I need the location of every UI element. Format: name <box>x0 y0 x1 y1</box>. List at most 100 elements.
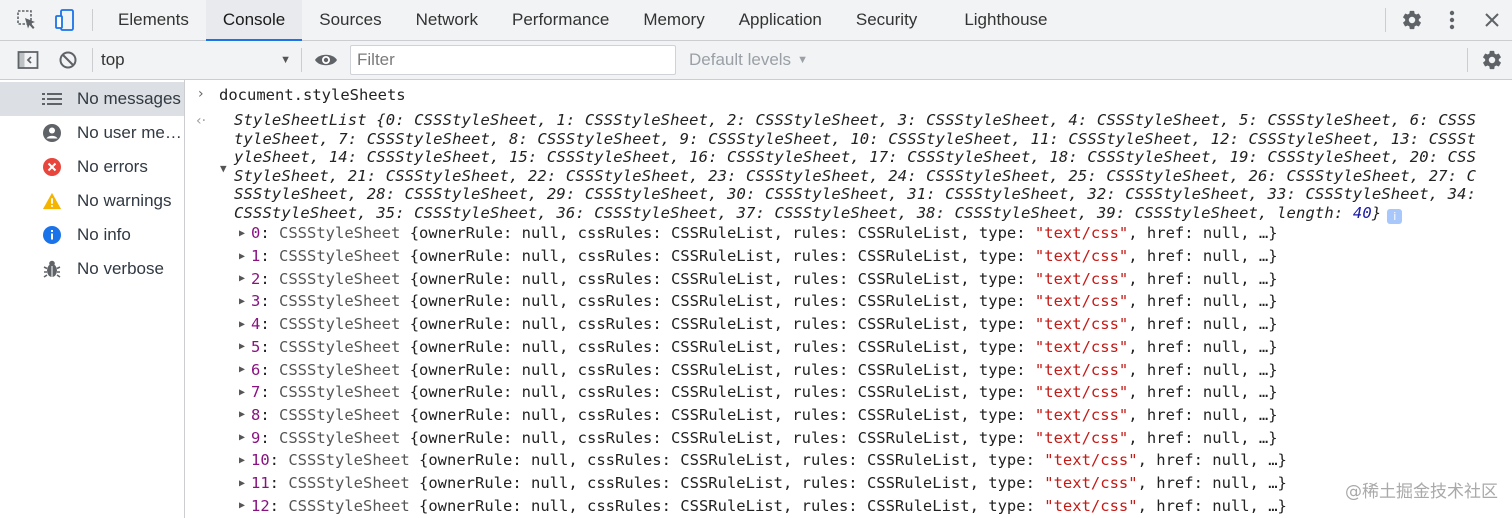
stylesheet-row[interactable]: ▶1: CSSStyleSheet {ownerRule: null, cssR… <box>239 245 1278 268</box>
watermark: @稀土掘金技术社区 <box>1345 482 1498 502</box>
stylesheet-row[interactable]: ▶12: CSSStyleSheet {ownerRule: null, css… <box>239 494 1287 517</box>
row-tail: , href: null, …} <box>1128 269 1278 288</box>
collapsed-triangle-icon[interactable]: ▶ <box>239 227 246 239</box>
stylesheet-row[interactable]: ▶11: CSSStyleSheet {ownerRule: null, css… <box>239 472 1287 495</box>
row-space <box>400 270 409 288</box>
sidebar-item-info[interactable]: No info <box>0 218 184 252</box>
row-space <box>410 451 419 469</box>
tab-security[interactable]: Security <box>855 10 918 29</box>
sidebar-item-label: No user me… <box>77 123 182 142</box>
row-props: {ownerRule: null, cssRules: CSSRuleList,… <box>409 292 1035 311</box>
inspect-element-icon[interactable] <box>8 0 46 40</box>
collapsed-triangle-icon[interactable]: ▶ <box>239 295 246 307</box>
stylesheet-row[interactable]: ▶0: CSSStyleSheet {ownerRule: null, cssR… <box>239 222 1278 245</box>
sidebar-item-user-messages[interactable]: No user me… <box>0 116 184 150</box>
log-levels-dropdown[interactable]: Default levels ▼ <box>689 50 808 70</box>
toggle-sidebar-icon[interactable] <box>8 41 48 79</box>
row-index: 10 <box>251 451 270 470</box>
input-prompt-chevron-icon: › <box>198 86 204 102</box>
collapsed-triangle-icon[interactable]: ▶ <box>239 500 246 512</box>
stylesheet-row[interactable]: ▶4: CSSStyleSheet {ownerRule: null, cssR… <box>239 313 1278 336</box>
sidebar-item-messages[interactable]: No messages <box>0 82 184 116</box>
collapsed-triangle-icon[interactable]: ▶ <box>239 454 246 466</box>
row-tail: , href: null, …} <box>1128 383 1278 402</box>
collapsed-triangle-icon[interactable]: ▶ <box>239 409 246 421</box>
tab-bar-actions-divider <box>1385 8 1386 32</box>
row-type-value: "text/css" <box>1034 428 1129 447</box>
row-index: 1 <box>251 247 261 266</box>
more-options-kebab-icon[interactable] <box>1432 0 1472 40</box>
console-settings-gear-icon[interactable] <box>1472 41 1512 79</box>
stylesheet-row[interactable]: ▶6: CSSStyleSheet {ownerRule: null, cssR… <box>239 358 1278 381</box>
expanded-triangle-icon[interactable]: ▼ <box>220 162 227 175</box>
sidebar-item-errors[interactable]: No errors <box>0 150 184 184</box>
row-props: {ownerRule: null, cssRules: CSSRuleList,… <box>419 496 1045 515</box>
row-tail: , href: null, …} <box>1137 496 1287 515</box>
row-tail: , href: null, …} <box>1128 405 1278 424</box>
collapsed-triangle-icon[interactable]: ▶ <box>239 364 246 376</box>
row-type-value: "text/css" <box>1034 269 1129 288</box>
tab-application[interactable]: Application <box>738 10 822 29</box>
row-index: 11 <box>251 474 270 493</box>
stylesheet-row[interactable]: ▶7: CSSStyleSheet {ownerRule: null, cssR… <box>239 381 1278 404</box>
warning-icon <box>42 191 62 211</box>
device-toolbar-icon[interactable] <box>46 0 84 40</box>
tab-console[interactable]: Console <box>205 0 303 41</box>
tab-elements[interactable]: Elements <box>118 10 189 29</box>
execution-context-select[interactable]: top ▼ <box>97 45 297 75</box>
row-index: 0 <box>251 224 261 243</box>
console-toolbar-right <box>1463 41 1512 79</box>
row-colon: : <box>260 292 280 311</box>
row-colon: : <box>260 224 280 243</box>
sidebar-item-label: No messages <box>77 89 181 108</box>
error-icon <box>42 157 62 177</box>
row-index: 9 <box>251 428 261 447</box>
row-colon: : <box>269 496 289 515</box>
row-type: CSSStyleSheet <box>279 428 401 447</box>
live-expression-eye-icon[interactable] <box>306 41 346 79</box>
row-type-value: "text/css" <box>1044 496 1138 515</box>
row-type-value: "text/css" <box>1034 315 1129 334</box>
tab-bar-actions <box>1379 0 1512 40</box>
row-type-value: "text/css" <box>1034 405 1129 424</box>
settings-gear-icon[interactable] <box>1392 0 1432 40</box>
collapsed-triangle-icon[interactable]: ▶ <box>239 318 246 330</box>
log-levels-label: Default levels <box>689 50 792 69</box>
tab-memory[interactable]: Memory <box>643 10 705 29</box>
row-props: {ownerRule: null, cssRules: CSSRuleList,… <box>419 451 1045 470</box>
row-props: {ownerRule: null, cssRules: CSSRuleList,… <box>409 360 1035 379</box>
stylesheet-row[interactable]: ▶5: CSSStyleSheet {ownerRule: null, cssR… <box>239 336 1278 359</box>
clear-console-icon[interactable] <box>48 41 88 79</box>
stylesheetlist-summary[interactable]: StyleSheetList {0: CSSStyleSheet, 1: CSS… <box>234 111 1479 224</box>
stylesheet-row[interactable]: ▶9: CSSStyleSheet {ownerRule: null, cssR… <box>239 426 1278 449</box>
collapsed-triangle-icon[interactable]: ▶ <box>239 341 246 353</box>
evaluated-info-icon[interactable]: i <box>1387 208 1403 224</box>
tab-sources[interactable]: Sources <box>319 10 382 29</box>
tab-network[interactable]: Network <box>415 10 478 29</box>
sidebar-item-verbose[interactable]: No verbose <box>0 252 184 286</box>
close-devtools-icon[interactable] <box>1472 0 1512 40</box>
stylesheet-row[interactable]: ▶2: CSSStyleSheet {ownerRule: null, cssR… <box>239 267 1278 290</box>
stylesheet-row[interactable]: ▶10: CSSStyleSheet {ownerRule: null, css… <box>239 449 1287 472</box>
sidebar-item-warnings[interactable]: No warnings <box>0 184 184 218</box>
console-filter-input[interactable] <box>350 45 676 75</box>
collapsed-triangle-icon[interactable]: ▶ <box>239 477 246 489</box>
row-index: 12 <box>251 496 270 515</box>
tab-lighthouse[interactable]: Lighthouse <box>964 10 1048 29</box>
row-colon: : <box>260 337 280 356</box>
row-type-value: "text/css" <box>1044 451 1138 470</box>
collapsed-triangle-icon[interactable]: ▶ <box>239 273 246 285</box>
row-index: 8 <box>251 405 261 424</box>
stylesheet-row[interactable]: ▶3: CSSStyleSheet {ownerRule: null, cssR… <box>239 290 1278 313</box>
row-index: 2 <box>251 269 261 288</box>
collapsed-triangle-icon[interactable]: ▶ <box>239 250 246 262</box>
collapsed-triangle-icon[interactable]: ▶ <box>239 432 246 444</box>
collapsed-triangle-icon[interactable]: ▶ <box>239 386 246 398</box>
summary-class-name: StyleSheetList <box>234 111 367 129</box>
stylesheet-row[interactable]: ▶8: CSSStyleSheet {ownerRule: null, cssR… <box>239 404 1278 427</box>
row-space <box>400 361 409 379</box>
row-index: 5 <box>251 337 261 356</box>
tab-performance[interactable]: Performance <box>511 10 610 29</box>
row-type: CSSStyleSheet <box>279 405 401 424</box>
dropdown-arrow-icon: ▼ <box>280 54 291 66</box>
